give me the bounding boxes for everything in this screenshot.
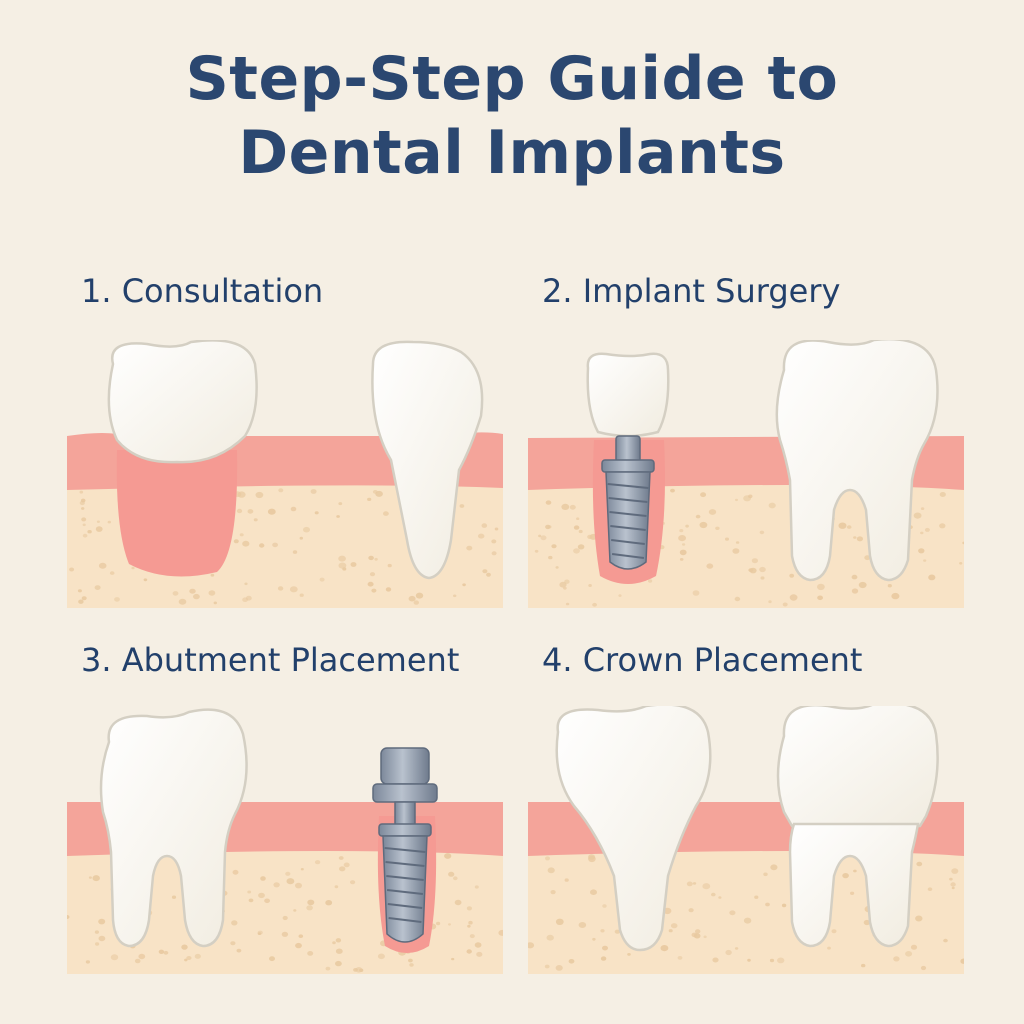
extraction-socket — [116, 450, 238, 577]
page-title: Step-Step Guide to Dental Implants — [0, 42, 1024, 190]
step-2-illustration — [528, 340, 964, 608]
molar-tooth-left — [99, 708, 248, 948]
molar-tooth-left — [107, 340, 258, 464]
implant-crown-tooth — [555, 706, 712, 952]
molar-tooth-right — [775, 340, 939, 582]
title-line-1: Step-Step Guide to — [185, 44, 839, 114]
implant-post — [601, 435, 655, 570]
step-3-label: 3. Abutment Placement — [81, 641, 460, 679]
temporary-crown — [586, 352, 670, 438]
step-1-illustration — [67, 340, 503, 608]
step-1-label: 1. Consultation — [81, 272, 324, 310]
step-2-label: 2. Implant Surgery — [542, 272, 841, 310]
abutment-and-implant — [372, 747, 438, 943]
step-3-illustration — [67, 706, 503, 974]
title-line-2: Dental Implants — [238, 118, 786, 188]
step-4-illustration — [528, 706, 964, 974]
step-4-label: 4. Crown Placement — [542, 641, 863, 679]
molar-tooth-right — [776, 706, 939, 948]
premolar-tooth-right — [371, 340, 484, 580]
bone-specks — [534, 487, 964, 607]
